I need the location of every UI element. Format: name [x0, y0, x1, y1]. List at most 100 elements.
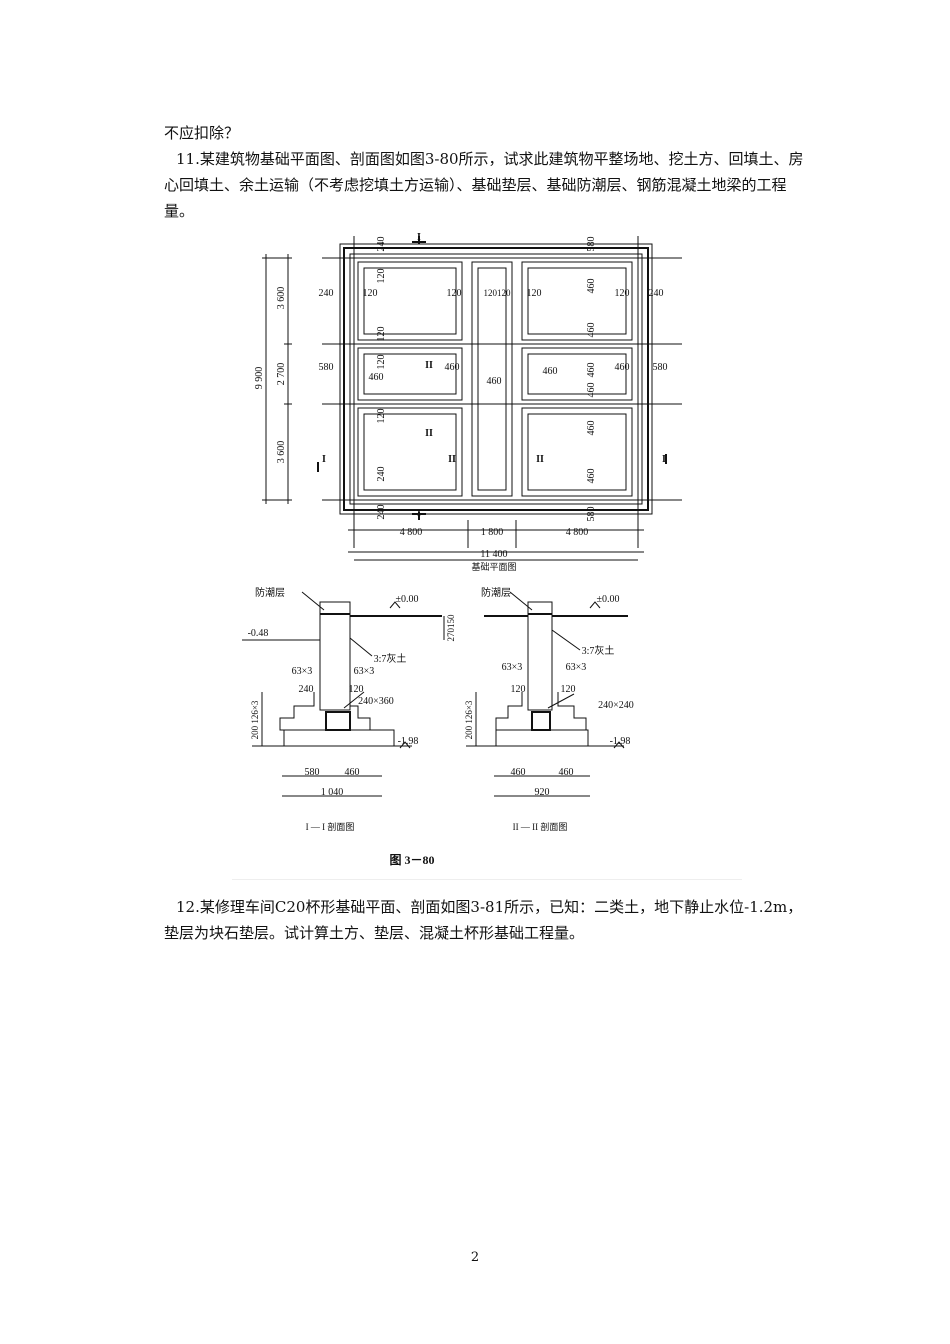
section1-elevation-mark [399, 741, 411, 749]
plan-dim-vertical: 3 600 [276, 441, 287, 464]
section1-fill-label: 3:7灰土 [374, 652, 407, 665]
plan-dim-label: 460 [586, 383, 597, 398]
section2-step: 63×3 [502, 662, 523, 673]
plan-dim-vertical: 2 700 [276, 363, 287, 386]
plan-room-inner [363, 413, 457, 491]
plan-dim-label: 120 [376, 409, 387, 424]
section2-cushion [495, 729, 589, 747]
section1-elev-top: ±0.00 [396, 594, 419, 605]
plan-title: 基础平面图 [471, 561, 516, 572]
section2-leader [551, 629, 581, 651]
plan-room-inner [527, 413, 627, 491]
plan-dim-label: 460 [586, 469, 597, 484]
plan-dim-total-width: 11 400 [480, 549, 507, 560]
section2-damp-proof-label: 防潮层 [481, 586, 511, 599]
section1-ground-beam [325, 711, 351, 731]
plan-dim-label: 460 [586, 363, 597, 378]
plan-room-inner [363, 267, 457, 335]
foundation-drawing: 4 800 1 800 4 800 11 400 基础平面图 3 600 2 7… [232, 232, 742, 880]
plan-dim-label: 460 [586, 323, 597, 338]
section1-height-dims: 270150 [446, 614, 456, 642]
section1-wall-right: 120 [349, 684, 364, 695]
section1-title: I — I 剖面图 [306, 821, 355, 832]
plan-dim-label: 240 [376, 467, 387, 482]
plan-room-inner [527, 267, 627, 335]
plan-room [357, 261, 463, 341]
plan-dim-label: 460 [369, 372, 384, 383]
plan-room [521, 261, 633, 341]
continuation-text: 不应扣除？ [164, 124, 240, 142]
plan-dim-label: 240 [376, 505, 387, 520]
plan-dim-vertical: 3 600 [276, 287, 287, 310]
plan-dim-label: 460 [615, 362, 630, 373]
plan-dim-label: 120 [615, 288, 630, 299]
section1-damp-proof-label: 防潮层 [255, 586, 285, 599]
plan-room-inner [363, 353, 457, 395]
section2-step: 63×3 [566, 662, 587, 673]
plan-dim-horizontal: 1 800 [481, 527, 504, 538]
section1-footing-steps [279, 692, 371, 731]
plan-dim-label: 240 [319, 288, 334, 299]
section1-leader [349, 637, 373, 657]
section-mark-2: II [536, 454, 544, 465]
section2-fill-label: 3:7灰土 [582, 644, 615, 657]
figure-3-80: 4 800 1 800 4 800 11 400 基础平面图 3 600 2 7… [232, 230, 742, 880]
plan-dim-label: 240 [376, 237, 387, 252]
section1-base-right: 460 [345, 767, 360, 778]
plan-dim-label: 120 [527, 288, 542, 299]
plan-dim-label: 120 [376, 355, 387, 370]
plan-outer-wall [343, 247, 649, 511]
section2-wall-right: 120 [561, 684, 576, 695]
plan-dim-label: 580 [586, 237, 597, 252]
section2-wall [527, 601, 553, 711]
plan-dim-label: 580 [586, 507, 597, 522]
section2-base-total: 920 [535, 787, 550, 798]
question-12: 12.某修理车间C20杯形基础平面、剖面如图3-81所示，已知：二类土，地下静止… [164, 898, 803, 942]
plan-corridor [471, 261, 513, 497]
plan-corridor-inner [477, 267, 507, 491]
plan-dim-label: 460 [543, 366, 558, 377]
section2-leader [509, 591, 533, 611]
section2-elev-top: ±0.00 [597, 594, 620, 605]
section2-elevation-mark [589, 601, 601, 609]
plan-dim-label: 460 [445, 362, 460, 373]
plan-dim-label: 120 [376, 269, 387, 284]
section-mark-1: I [322, 454, 326, 465]
section2-beam-size: 240×240 [598, 700, 634, 711]
section1-wall-left: 240 [299, 684, 314, 695]
section1-leader [343, 691, 365, 709]
section2-leader [547, 693, 575, 709]
plan-dim-label: 120 [447, 288, 462, 299]
plan-dim-total-height: 9 900 [254, 367, 265, 390]
section1-elev-bottom: -1.98 [398, 736, 419, 747]
plan-dim-label: 120120 [484, 288, 512, 298]
question-11: 11.某建筑物基础平面图、剖面图如图3-80所示，试求此建筑物平整场地、挖土方、… [164, 150, 804, 220]
section2-base-right: 460 [559, 767, 574, 778]
plan-room-inner [527, 353, 627, 395]
plan-dim-label: 120 [363, 288, 378, 299]
plan-dim-label: 120 [376, 327, 387, 342]
plan-dim-label: 460 [586, 421, 597, 436]
plan-room [521, 347, 633, 401]
section-mark-1: I [662, 454, 666, 465]
section1-elevation-mark [389, 601, 401, 609]
plan-dim-label: 460 [586, 279, 597, 294]
section1-leader [301, 591, 325, 611]
section-mark-1: I [417, 508, 421, 519]
section1-wall [319, 601, 351, 711]
page-number: 2 [470, 1250, 480, 1265]
figure-caption: 图 3－80 [389, 853, 434, 867]
section1-base-total: 1 040 [321, 787, 344, 798]
section-mark-2: II [448, 454, 456, 465]
section2-elevation-mark [613, 741, 625, 749]
section1-step: 63×3 [354, 666, 375, 677]
plan-dim-label: 240 [649, 288, 664, 299]
plan-dim-label: 460 [487, 376, 502, 387]
section2-wall-left: 120 [511, 684, 526, 695]
section2-title: II — II 剖面图 [513, 821, 568, 832]
plan-dim-label: 580 [319, 362, 334, 373]
plan-room [357, 347, 463, 401]
section1-elev-ground: -0.48 [248, 628, 269, 639]
plan-dim-label: 580 [653, 362, 668, 373]
plan-dim-horizontal: 4 800 [566, 527, 589, 538]
